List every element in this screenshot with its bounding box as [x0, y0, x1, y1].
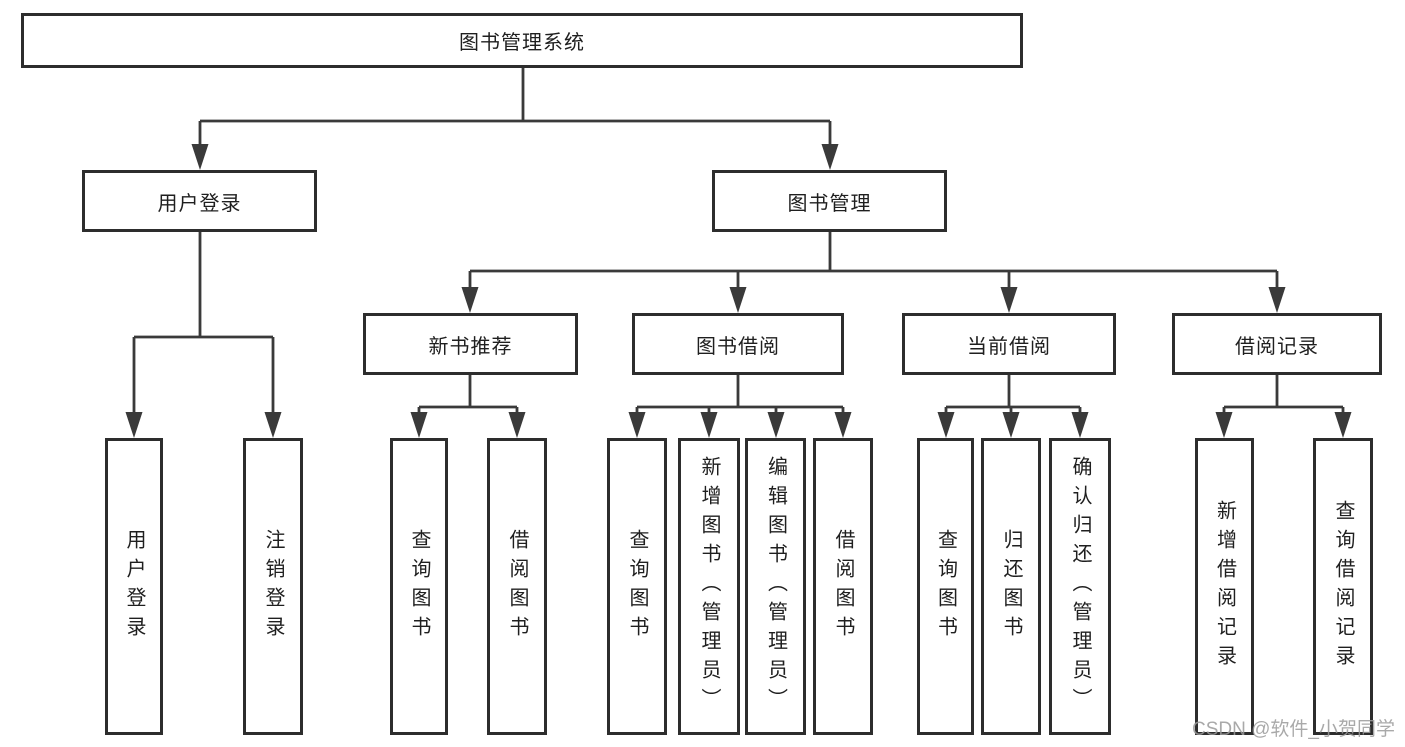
- node-current-borrowing: 当前借阅: [902, 313, 1116, 375]
- leaf-recommend-borrow-book: 借阅图书: [487, 438, 547, 735]
- leaf-records-query-record: 查询借阅记录: [1313, 438, 1373, 735]
- node-new-book-recommend-label: 新书推荐: [428, 335, 513, 358]
- node-borrowing-records-label: 借阅记录: [1235, 335, 1319, 358]
- leaf-recommend-query-book-label: 查询图书: [408, 528, 430, 645]
- leaf-borrowing-add-book-admin-label: 新增图书（管理员）: [698, 456, 720, 717]
- leaf-borrowing-query-book-label: 查询图书: [626, 528, 648, 645]
- leaf-borrowing-borrow-book: 借阅图书: [813, 438, 873, 735]
- leaf-current-query-book-label: 查询图书: [934, 528, 957, 645]
- leaf-current-confirm-return-admin: 确认归还（管理员）: [1049, 438, 1111, 735]
- leaf-records-add-record-label: 新增借阅记录: [1213, 499, 1236, 674]
- leaf-borrowing-add-book-admin: 新增图书（管理员）: [678, 438, 740, 735]
- node-borrowing-records: 借阅记录: [1172, 313, 1382, 375]
- leaf-records-query-record-label: 查询借阅记录: [1332, 499, 1354, 674]
- leaf-borrowing-edit-book-admin: 编辑图书（管理员）: [745, 438, 806, 735]
- leaf-user-login: 用户登录: [105, 438, 163, 735]
- node-book-borrowing: 图书借阅: [632, 313, 844, 375]
- leaf-user-login-label: 用户登录: [123, 528, 145, 645]
- node-library-management-system: 图书管理系统: [21, 13, 1023, 68]
- leaf-logout-label: 注销登录: [262, 528, 284, 645]
- leaf-recommend-query-book: 查询图书: [390, 438, 448, 735]
- leaf-borrowing-edit-book-admin-label: 编辑图书（管理员）: [764, 456, 787, 717]
- node-library-management-system-label: 图书管理系统: [459, 32, 585, 54]
- leaf-current-query-book: 查询图书: [917, 438, 974, 735]
- node-new-book-recommend: 新书推荐: [363, 313, 578, 375]
- leaf-records-add-record: 新增借阅记录: [1195, 438, 1254, 735]
- leaf-recommend-borrow-book-label: 借阅图书: [506, 528, 528, 645]
- leaf-current-confirm-return-admin-label: 确认归还（管理员）: [1069, 456, 1091, 717]
- leaf-borrowing-borrow-book-label: 借阅图书: [832, 528, 854, 645]
- node-book-management: 图书管理: [712, 170, 947, 232]
- leaf-logout: 注销登录: [243, 438, 303, 735]
- node-book-borrowing-label: 图书借阅: [696, 335, 780, 358]
- node-book-management-label: 图书管理: [787, 192, 872, 215]
- node-user-login: 用户登录: [82, 170, 317, 232]
- leaf-current-return-book-label: 归还图书: [1000, 528, 1022, 645]
- csdn-watermark: CSDN @软件_小贺同学: [1192, 719, 1395, 740]
- node-user-login-label: 用户登录: [157, 192, 242, 215]
- leaf-current-return-book: 归还图书: [981, 438, 1041, 735]
- leaf-borrowing-query-book: 查询图书: [607, 438, 667, 735]
- node-current-borrowing-label: 当前借阅: [967, 335, 1051, 358]
